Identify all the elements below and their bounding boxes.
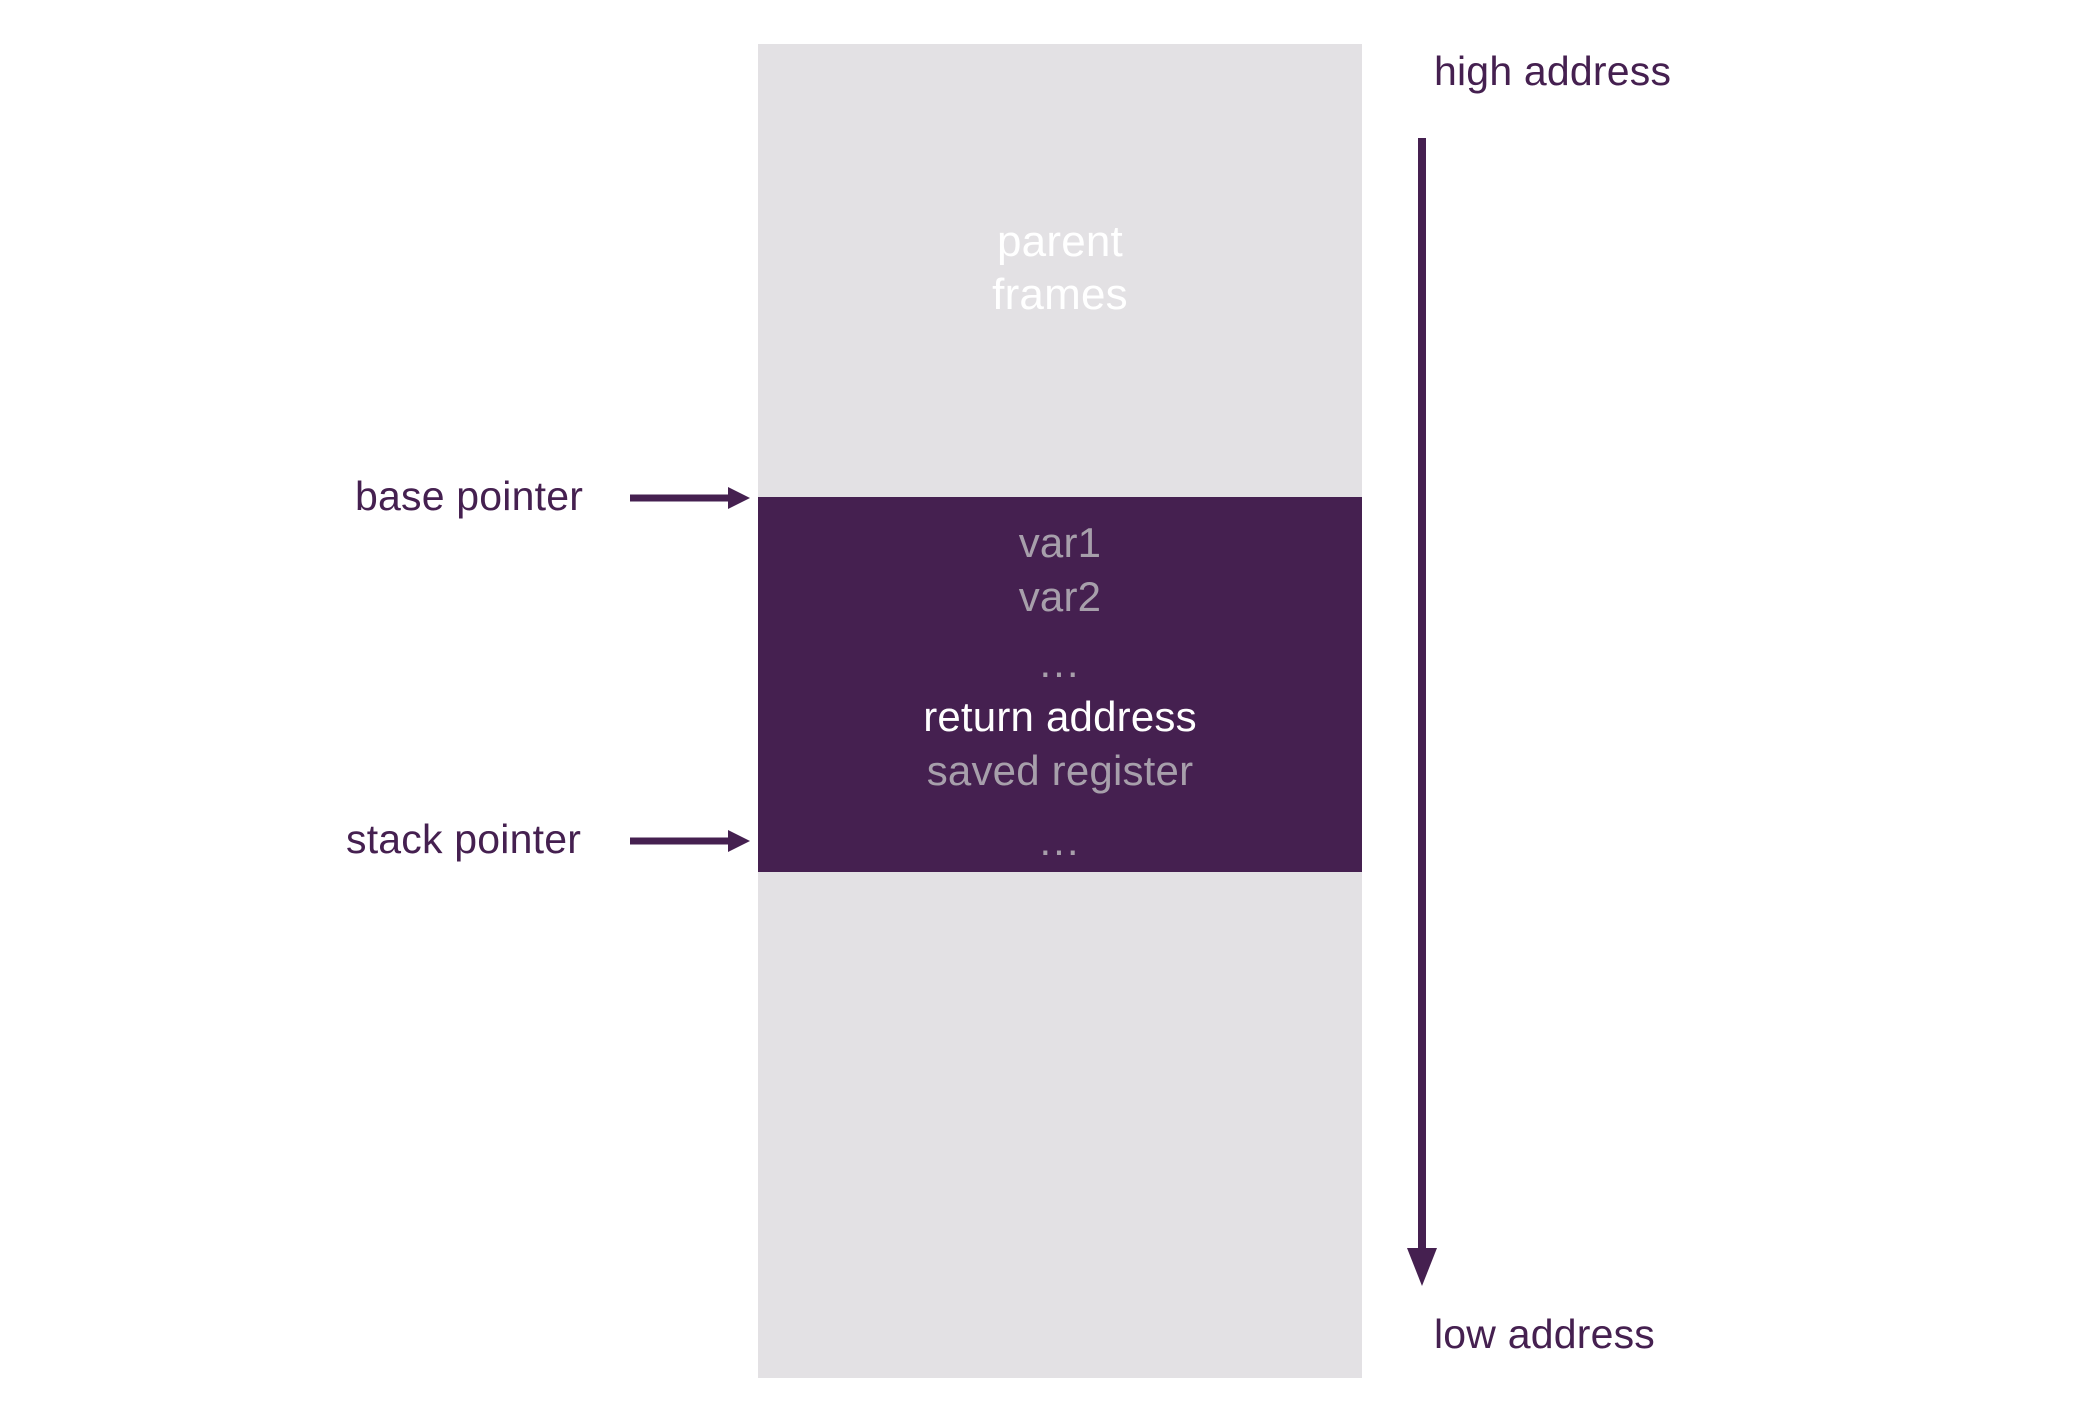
stack-pointer-arrow-icon <box>630 828 750 854</box>
frame-row-var2: var2 <box>1018 573 1102 620</box>
low-address-label: low address <box>1434 1311 1655 1357</box>
address-direction-arrow-icon <box>1398 138 1448 1288</box>
high-address-label: high address <box>1434 48 1672 94</box>
stack-pointer-label: stack pointer <box>346 816 582 862</box>
frame-row-return-address: return address <box>923 693 1197 740</box>
frame-row-ellipsis-locals: ... <box>1039 639 1081 686</box>
base-pointer-arrow-icon <box>630 485 750 511</box>
parent-frames-label: parent frames <box>992 217 1128 319</box>
current-frame-rows: var1 var2 ... return address saved regis… <box>758 497 1362 872</box>
frame-row-var1: var1 <box>1018 519 1102 566</box>
frame-row-ellipsis-saved: ... <box>1039 817 1081 864</box>
base-pointer-label: base pointer <box>355 473 584 519</box>
current-frame-block <box>758 497 1362 872</box>
frame-row-saved-register: saved register <box>926 747 1194 794</box>
